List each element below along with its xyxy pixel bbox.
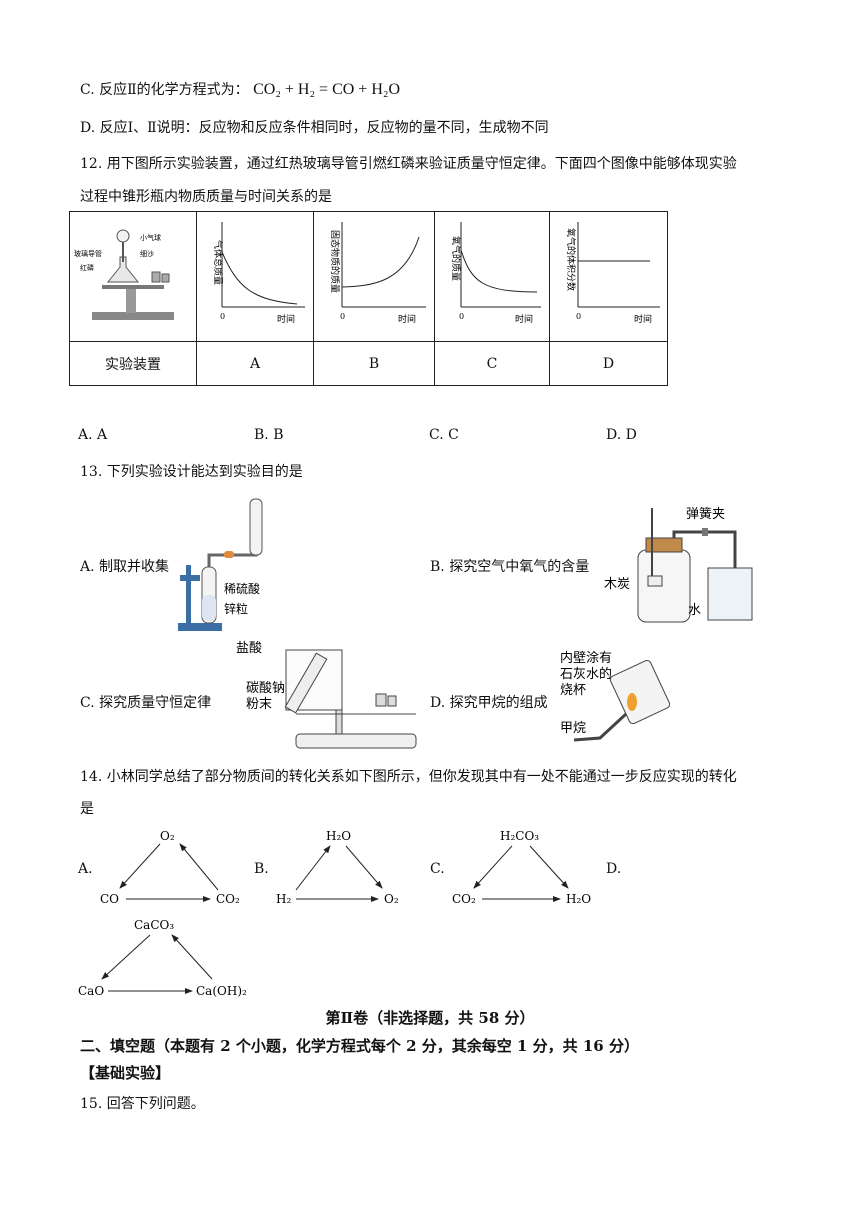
q12-option-b[interactable]: B. B [254, 427, 284, 443]
graph-d: 氧气的体积分数 0 时间 [565, 222, 660, 325]
graph-c-ylabel: 氧气的质量 [450, 236, 462, 281]
q11-option-d: D. 反应Ⅰ、Ⅱ说明：反应物和反应条件相同时，反应物的量不同，生成物不同 [80, 120, 549, 136]
q13-d-beaker-1: 内壁涂有 [560, 650, 612, 666]
q12-table: 小气球 玻璃导管 红磷 细沙 气体总质量 0 时间 固态物质的质量 [69, 211, 668, 386]
q11-option-c: C. 反应Ⅱ的化学方程式为： CO₂ + H₂ = CO + H₂O [80, 79, 400, 99]
graph-d-xlabel: 时间 [634, 313, 652, 325]
q12-option-c[interactable]: C. C [429, 427, 459, 443]
q12-letter-c: C [434, 341, 550, 386]
q11-option-c-text: C. 反应Ⅱ的化学方程式为： [80, 82, 249, 98]
q14-stem-line1: 14. 小林同学总结了部分物质间的转化关系如下图所示，但你发现其中有一处不能通过… [80, 769, 737, 785]
q14-cycle-c: H₂CO₃ CO₂ H₂O [452, 829, 591, 906]
graph-b-origin: 0 [340, 312, 345, 321]
q14-d-top: CaCO₃ [134, 918, 174, 932]
q13-c-hcl: 盐酸 [236, 641, 262, 656]
q12-stem-line1: 12. 用下图所示实验装置，通过红热玻璃导管引燃红磷来验证质量守恒定律。下面四个… [80, 156, 737, 172]
q13-option-c-label[interactable]: C. 探究质量守恒定律 [80, 695, 212, 711]
q14-stem-line2: 是 [80, 801, 94, 817]
subsection-basic-experiment: 【基础实验】 [80, 1064, 171, 1082]
label-tube: 玻璃导管 [74, 249, 102, 258]
q12-apparatus-cell: 小气球 玻璃导管 红磷 细沙 [69, 211, 197, 342]
q12-graph-c-cell: 氧气的质量 0 时间 [434, 211, 550, 342]
q13-stem: 13. 下列实验设计能达到实验目的是 [80, 464, 303, 480]
q14-cycle-a: O₂ CO CO₂ [100, 829, 240, 906]
graph-b: 固态物质的质量 0 时间 [329, 222, 426, 325]
q13-d-methane: 甲烷 [560, 721, 586, 736]
q14-c-top: H₂CO₃ [500, 829, 539, 843]
section-fill-in-title: 二、填空题（本题有 2 个小题，化学方程式每个 2 分，其余每空 1 分，共 1… [80, 1037, 639, 1055]
graph-b-xlabel: 时间 [398, 313, 416, 325]
q14-d-right: Ca(OH)₂ [196, 984, 247, 998]
graph-a: 气体总质量 0 时间 [212, 222, 305, 325]
q13-d-figure: 内壁涂有 石灰水的 烧杯 甲烷 [560, 650, 670, 742]
label-sand: 细沙 [140, 249, 154, 258]
q14-cycle-d: CaCO₃ CaO Ca(OH)₂ [78, 918, 247, 998]
graph-a-origin: 0 [220, 312, 225, 321]
q12-graph-d-cell: 氧气的体积分数 0 时间 [549, 211, 668, 342]
graph-a-ylabel: 气体总质量 [212, 240, 224, 285]
q14-d-left: CaO [78, 984, 104, 998]
q14-a-left: CO [100, 892, 119, 906]
q14-a-right: CO₂ [216, 892, 240, 906]
graph-a-xlabel: 时间 [277, 313, 295, 325]
q12-letter-a: A [196, 341, 314, 386]
q14-a-top: O₂ [160, 829, 175, 843]
q13-b-clamp: 弹簧夹 [686, 506, 725, 522]
q14-option-c-letter[interactable]: C. [430, 861, 445, 877]
label-balloon: 小气球 [140, 233, 161, 242]
q12-row-label: 实验装置 [69, 341, 197, 386]
q13-b-water: 水 [688, 603, 701, 618]
q11-option-c-formula: CO₂ + H₂ = CO + H₂O [253, 81, 401, 98]
q13-b-charcoal: 木炭 [604, 577, 630, 592]
graph-d-origin: 0 [576, 312, 581, 321]
q14-option-d-letter[interactable]: D. [606, 861, 622, 877]
flame-icon [627, 693, 637, 711]
part2-title: 第Ⅱ卷（非选择题，共 58 分） [325, 1009, 535, 1027]
q13-d-beaker-2: 石灰水的 [560, 666, 612, 682]
graph-c: 氧气的质量 0 时间 [450, 222, 541, 325]
q13-a-acid: 稀硫酸 [224, 581, 260, 596]
q13-d-beaker-3: 烧杯 [560, 683, 586, 698]
graph-c-origin: 0 [459, 312, 464, 321]
q15-stem: 15. 回答下列问题。 [80, 1096, 205, 1112]
q12-letter-b: B [313, 341, 435, 386]
q13-c-na2co3-line1: 碳酸钠 [246, 681, 285, 696]
q13-a-figure: 稀硫酸 锌粒 [178, 498, 263, 631]
q14-b-right: O₂ [384, 892, 399, 906]
q12-stem-line2: 过程中锥形瓶内物质质量与时间关系的是 [80, 189, 332, 205]
balance-apparatus-figure: 小气球 玻璃导管 红磷 细沙 [74, 229, 174, 320]
q14-b-top: H₂O [326, 829, 351, 843]
label-phosphorus: 红磷 [80, 263, 94, 272]
q13-a-zinc: 锌粒 [224, 601, 248, 616]
q14-option-a-letter[interactable]: A. [78, 861, 93, 877]
q12-graph-a-cell: 气体总质量 0 时间 [196, 211, 314, 342]
q14-c-left: CO₂ [452, 892, 476, 906]
q14-b-left: H₂ [276, 892, 291, 906]
q13-option-d-label[interactable]: D. 探究甲烷的组成 [430, 695, 548, 711]
q13-option-b-label[interactable]: B. 探究空气中氧气的含量 [430, 559, 590, 575]
q12-option-a[interactable]: A. A [78, 427, 108, 443]
q12-graph-b-cell: 固态物质的质量 0 时间 [313, 211, 435, 342]
q12-option-d[interactable]: D. D [606, 427, 637, 443]
graph-c-xlabel: 时间 [515, 313, 533, 325]
q13-c-figure: 盐酸 碳酸钠 粉末 [236, 641, 417, 749]
q13-c-na2co3-line2: 粉末 [246, 697, 272, 712]
q14-cycle-b: H₂O H₂ O₂ [276, 829, 399, 906]
q14-c-right: H₂O [566, 892, 591, 906]
q13-option-a-label[interactable]: A. 制取并收集 [80, 559, 170, 575]
q12-letter-d: D [549, 341, 668, 386]
q13-b-figure: 弹簧夹 木炭 水 [604, 506, 753, 623]
graph-b-ylabel: 固态物质的质量 [329, 230, 341, 293]
graph-d-ylabel: 氧气的体积分数 [565, 228, 577, 291]
q14-option-b-letter[interactable]: B. [254, 861, 269, 877]
